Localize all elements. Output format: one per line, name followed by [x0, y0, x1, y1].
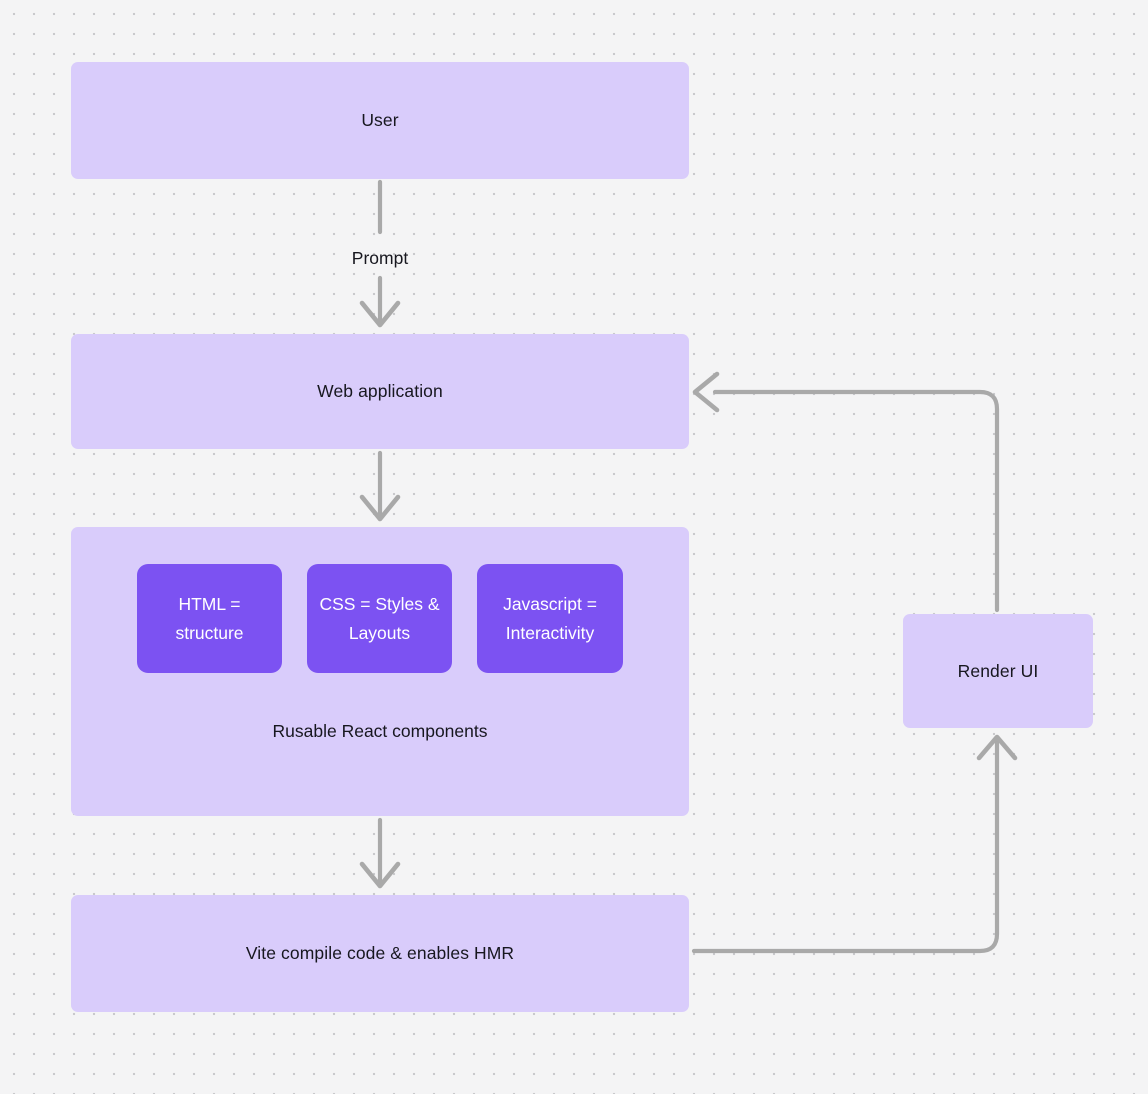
edge-label-prompt: Prompt	[351, 248, 409, 268]
node-vite-compile[interactable]: Vite compile code & enables HMR	[71, 895, 689, 1012]
chip-css-styles-layouts-label: CSS = Styles & Layouts	[319, 593, 440, 643]
node-web-application-label: Web application	[317, 381, 443, 402]
arrowhead-down-components	[359, 494, 401, 522]
arrowhead-down-prompt	[359, 300, 401, 328]
node-web-application[interactable]: Web application	[71, 334, 689, 449]
arrowhead-down-vite	[359, 861, 401, 889]
edge-vite-to-renderui	[691, 735, 1000, 954]
node-user-label: User	[361, 110, 399, 131]
node-vite-compile-label: Vite compile code & enables HMR	[245, 943, 515, 964]
node-reusable-react-components-label: Rusable React components	[272, 721, 488, 741]
chip-javascript-interactivity-label: Javascript = Interactivity	[503, 593, 597, 643]
arrowhead-up-renderui	[976, 734, 1018, 761]
chip-css-styles-layouts[interactable]: CSS = Styles & Layouts	[307, 564, 452, 673]
arrowhead-left-webapp	[692, 371, 720, 413]
node-render-ui-label: Render UI	[957, 660, 1039, 681]
chip-javascript-interactivity[interactable]: Javascript = Interactivity	[477, 564, 623, 673]
chip-html-structure[interactable]: HTML = structure	[137, 564, 282, 673]
node-render-ui[interactable]: Render UI	[903, 614, 1093, 728]
node-user[interactable]: User	[71, 62, 689, 179]
chip-html-structure-label: HTML = structure	[175, 593, 244, 643]
edge-renderui-to-webapp	[712, 389, 1000, 613]
